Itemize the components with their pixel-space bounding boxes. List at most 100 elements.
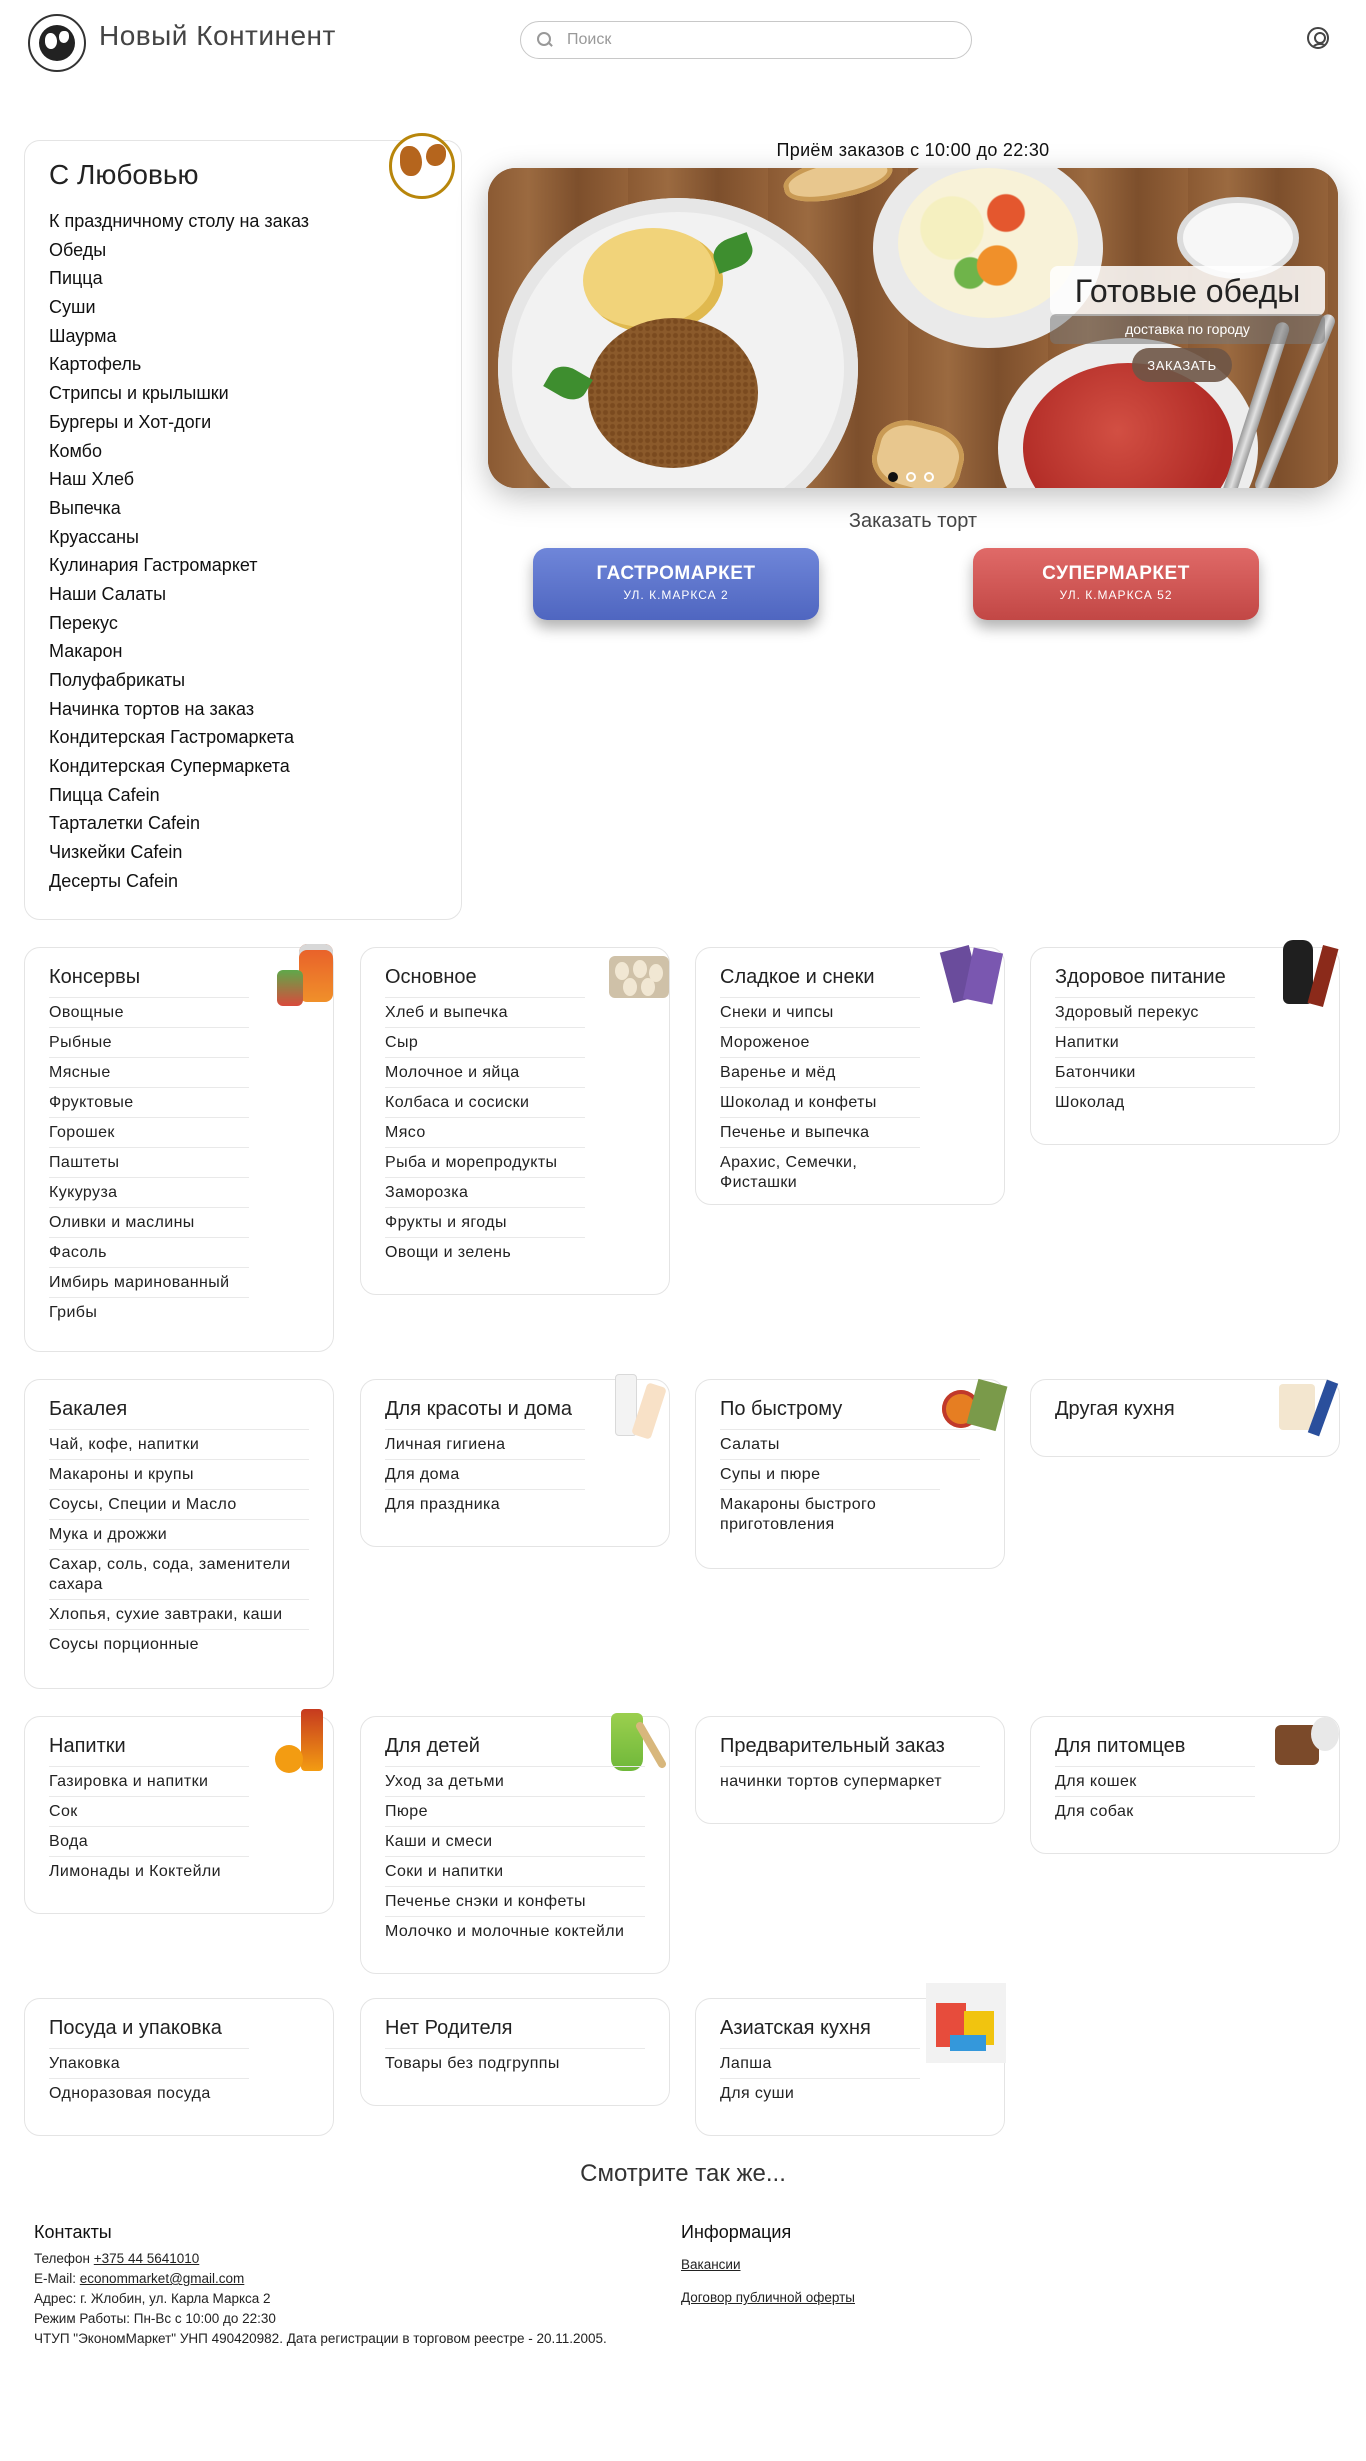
category-item[interactable]: Батончики xyxy=(1055,1057,1255,1087)
category-title[interactable]: Нет Родителя xyxy=(385,2017,513,2039)
category-item[interactable]: Хлеб и выпечка xyxy=(385,997,585,1027)
love-menu-item[interactable]: Пицца xyxy=(49,268,103,289)
category-item[interactable]: Для дома xyxy=(385,1459,585,1489)
love-menu-item[interactable]: Десерты Cafein xyxy=(49,870,179,891)
category-item[interactable]: Мука и дрожжи xyxy=(49,1519,309,1549)
love-menu-item[interactable]: Пицца Cafein xyxy=(49,784,160,805)
category-item[interactable]: Рыба и морепродукты xyxy=(385,1147,585,1177)
category-item[interactable]: Паштеты xyxy=(49,1147,249,1177)
carousel-dot[interactable] xyxy=(906,472,916,482)
category-item[interactable]: Снеки и чипсы xyxy=(720,997,920,1027)
love-menu-item[interactable]: Суши xyxy=(49,297,96,318)
category-title[interactable]: По быстрому xyxy=(720,1398,843,1420)
category-item[interactable]: Фасоль xyxy=(49,1237,249,1267)
category-item[interactable]: Вода xyxy=(49,1826,249,1856)
category-item[interactable]: Заморозка xyxy=(385,1177,585,1207)
love-menu-item[interactable]: Стрипсы и крылышки xyxy=(49,383,229,404)
category-title[interactable]: Для детей xyxy=(385,1735,480,1757)
category-item[interactable]: Для собак xyxy=(1055,1796,1255,1826)
category-item[interactable]: Каши и смеси xyxy=(385,1826,645,1856)
logo[interactable] xyxy=(28,14,86,72)
love-menu-item[interactable]: Перекус xyxy=(49,612,118,633)
category-item[interactable]: Имбирь маринованный xyxy=(49,1267,249,1297)
category-item[interactable]: Мороженое xyxy=(720,1027,920,1057)
category-item[interactable]: Колбаса и сосиски xyxy=(385,1087,585,1117)
love-menu-item[interactable]: Шаурма xyxy=(49,325,117,346)
love-menu-item[interactable]: Обеды xyxy=(49,239,107,260)
category-item[interactable]: Сахар, соль, сода, заменители сахара xyxy=(49,1549,309,1599)
category-item[interactable]: Фрукты и ягоды xyxy=(385,1207,585,1237)
category-title[interactable]: Основное xyxy=(385,966,477,988)
category-title[interactable]: Посуда и упаковка xyxy=(49,2017,222,2039)
category-item[interactable]: Макароны быстрого приготовления xyxy=(720,1489,940,1539)
category-item[interactable]: Хлопья, сухие завтраки, каши xyxy=(49,1599,309,1629)
category-item[interactable]: Супы и пюре xyxy=(720,1459,980,1489)
love-menu-item[interactable]: Круассаны xyxy=(49,526,139,547)
category-item[interactable]: Одноразовая посуда xyxy=(49,2078,249,2108)
category-title[interactable]: Здоровое питание xyxy=(1055,966,1226,988)
category-item[interactable]: Горошек xyxy=(49,1117,249,1147)
category-title[interactable]: Азиатская кухня xyxy=(720,2017,871,2039)
category-item[interactable]: Соусы порционные xyxy=(49,1629,309,1659)
category-item[interactable]: Уход за детьми xyxy=(385,1766,645,1796)
category-item[interactable]: Печенье снэки и конфеты xyxy=(385,1886,645,1916)
love-menu-item[interactable]: Полуфабрикаты xyxy=(49,670,186,690)
category-item[interactable]: Чай, кофе, напитки xyxy=(49,1429,309,1459)
category-item[interactable]: Молочко и молочные коктейли xyxy=(385,1916,645,1946)
search-input[interactable] xyxy=(567,31,947,49)
vacancies-link[interactable]: Вакансии xyxy=(681,2257,741,2272)
love-menu-item[interactable]: Бургеры и Хот-доги xyxy=(49,411,212,432)
email-link[interactable]: econommarket@gmail.com xyxy=(79,2271,245,2286)
category-item[interactable]: начинки тортов супермаркет xyxy=(720,1766,980,1796)
banner-order-button[interactable]: ЗАКАЗАТЬ xyxy=(1132,348,1232,382)
category-item[interactable]: Напитки xyxy=(1055,1027,1255,1057)
category-item[interactable]: Молочное и яйца xyxy=(385,1057,585,1087)
love-menu-item[interactable]: Начинка тортов на заказ xyxy=(49,698,255,719)
user-account-icon[interactable] xyxy=(1307,27,1329,49)
category-title[interactable]: Предварительный заказ xyxy=(720,1735,945,1757)
search-bar[interactable] xyxy=(520,21,972,59)
category-item[interactable]: Для праздника xyxy=(385,1489,585,1519)
brand-name[interactable]: Новый Континент xyxy=(99,20,336,51)
category-item[interactable]: Лимонады и Коктейли xyxy=(49,1856,249,1886)
category-title[interactable]: Бакалея xyxy=(49,1398,128,1420)
category-item[interactable]: Товары без подгруппы xyxy=(385,2048,645,2078)
category-item[interactable]: Здоровый перекус xyxy=(1055,997,1255,1027)
category-item[interactable]: Для кошек xyxy=(1055,1766,1255,1796)
category-item[interactable]: Шоколад и конфеты xyxy=(720,1087,920,1117)
category-item[interactable]: Мясо xyxy=(385,1117,585,1147)
category-item[interactable]: Овощи и зелень xyxy=(385,1237,585,1267)
category-title[interactable]: Консервы xyxy=(49,966,141,988)
category-item[interactable]: Печенье и выпечка xyxy=(720,1117,920,1147)
category-item[interactable]: Соки и напитки xyxy=(385,1856,645,1886)
category-title[interactable]: Сладкое и снеки xyxy=(720,966,875,988)
love-menu-item[interactable]: Макарон xyxy=(49,641,123,662)
category-item[interactable]: Варенье и мёд xyxy=(720,1057,920,1087)
category-item[interactable]: Шоколад xyxy=(1055,1087,1255,1117)
category-item[interactable]: Салаты xyxy=(720,1429,980,1459)
category-item[interactable]: Грибы xyxy=(49,1297,249,1327)
category-item[interactable]: Овощные xyxy=(49,997,249,1027)
category-item[interactable]: Для суши xyxy=(720,2078,920,2108)
category-title[interactable]: Напитки xyxy=(49,1735,126,1757)
category-item[interactable]: Пюре xyxy=(385,1796,645,1826)
category-item[interactable]: Арахис, Семечки, Фисташки xyxy=(720,1147,920,1197)
category-item[interactable]: Оливки и маслины xyxy=(49,1207,249,1237)
love-menu-item[interactable]: Выпечка xyxy=(49,497,121,518)
category-item[interactable]: Сыр xyxy=(385,1027,585,1057)
category-item[interactable]: Макароны и крупы xyxy=(49,1459,309,1489)
love-menu-item[interactable]: Комбо xyxy=(49,440,102,461)
supermarket-button[interactable]: СУПЕРМАРКЕТ УЛ. К.МАРКСА 52 xyxy=(973,548,1259,620)
order-cake-link[interactable]: Заказать торт xyxy=(848,510,978,532)
category-item[interactable]: Рыбные xyxy=(49,1027,249,1057)
gastromarket-button[interactable]: ГАСТРОМАРКЕТ УЛ. К.МАРКСА 2 xyxy=(533,548,819,620)
love-menu-item[interactable]: К праздничному столу на заказ xyxy=(49,211,310,231)
promo-banner[interactable]: Готовые обеды доставка по городу ЗАКАЗАТ… xyxy=(488,168,1338,488)
carousel-dot[interactable] xyxy=(888,472,898,482)
category-title[interactable]: Для красоты и дома xyxy=(385,1398,572,1420)
category-title[interactable]: Для питомцев xyxy=(1055,1735,1186,1757)
love-menu-item[interactable]: Чизкейки Cafein xyxy=(49,842,183,863)
love-menu-title[interactable]: С Любовью xyxy=(49,159,199,190)
love-menu-item[interactable]: Картофель xyxy=(49,354,142,375)
category-item[interactable]: Соусы, Специи и Масло xyxy=(49,1489,309,1519)
